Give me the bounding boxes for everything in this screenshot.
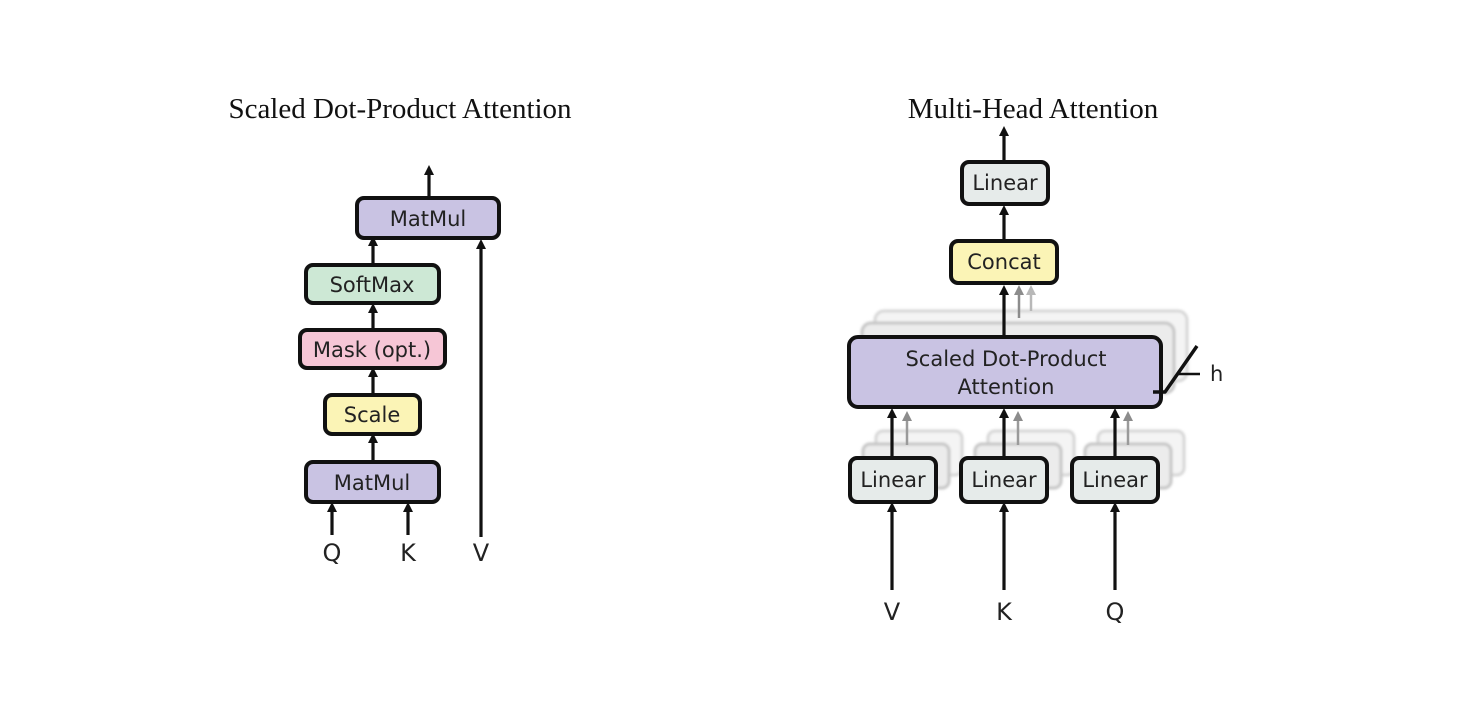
multi-head-attention-panel: Multi-Head Attention [847, 93, 1223, 626]
right-input-v: V [884, 598, 901, 626]
linear-v-block: Linear [848, 456, 938, 504]
concat-block: Concat [949, 239, 1059, 285]
linear-k-label: Linear [971, 468, 1037, 492]
attention-block: Scaled Dot-Product Attention [847, 335, 1163, 409]
linear-out-label: Linear [972, 171, 1038, 195]
ghost-arrows [902, 285, 1133, 445]
matmul-bottom-block: MatMul [304, 460, 441, 504]
concat-box [949, 239, 1059, 285]
softmax-box [304, 263, 441, 305]
softmax-label: SoftMax [330, 273, 415, 297]
left-title: Scaled Dot-Product Attention [228, 93, 572, 125]
attention-label-line1: Scaled Dot-Product [905, 347, 1106, 371]
attention-label-line2: Attention [958, 375, 1055, 399]
heads-indicator: h [1153, 345, 1223, 394]
matmul-bottom-box [304, 460, 441, 504]
heads-bracket [1153, 345, 1199, 394]
linear-q-label: Linear [1082, 468, 1148, 492]
mask-box [298, 328, 447, 370]
right-title: Multi-Head Attention [908, 93, 1159, 125]
scale-box [323, 393, 422, 436]
matmul-top-block: MatMul [355, 196, 501, 240]
left-input-k: K [400, 539, 417, 567]
linear-v-label: Linear [860, 468, 926, 492]
scale-block: Scale [323, 393, 422, 436]
linear-q-block: Linear [1070, 456, 1160, 504]
right-input-k: K [996, 598, 1013, 626]
linear-out-block: Linear [960, 160, 1050, 206]
scaled-dot-product-panel: Scaled Dot-Product Attention MatMul Soft… [228, 93, 572, 567]
linear-q-box [1070, 456, 1160, 504]
matmul-bottom-label: MatMul [334, 471, 410, 495]
concat-label: Concat [967, 250, 1040, 274]
attention-box [847, 335, 1163, 409]
mask-block: Mask (opt.) [298, 328, 447, 370]
linear-v-box [848, 456, 938, 504]
heads-label: h [1210, 362, 1223, 386]
right-input-q: Q [1106, 598, 1125, 626]
linear-k-block: Linear [959, 456, 1049, 504]
left-input-q: Q [323, 539, 342, 567]
matmul-top-label: MatMul [390, 207, 466, 231]
softmax-block: SoftMax [304, 263, 441, 305]
mask-label: Mask (opt.) [313, 338, 431, 362]
linear-k-box [959, 456, 1049, 504]
matmul-top-box [355, 196, 501, 240]
left-input-v: V [473, 539, 490, 567]
scale-label: Scale [344, 403, 401, 427]
linear-out-box [960, 160, 1050, 206]
